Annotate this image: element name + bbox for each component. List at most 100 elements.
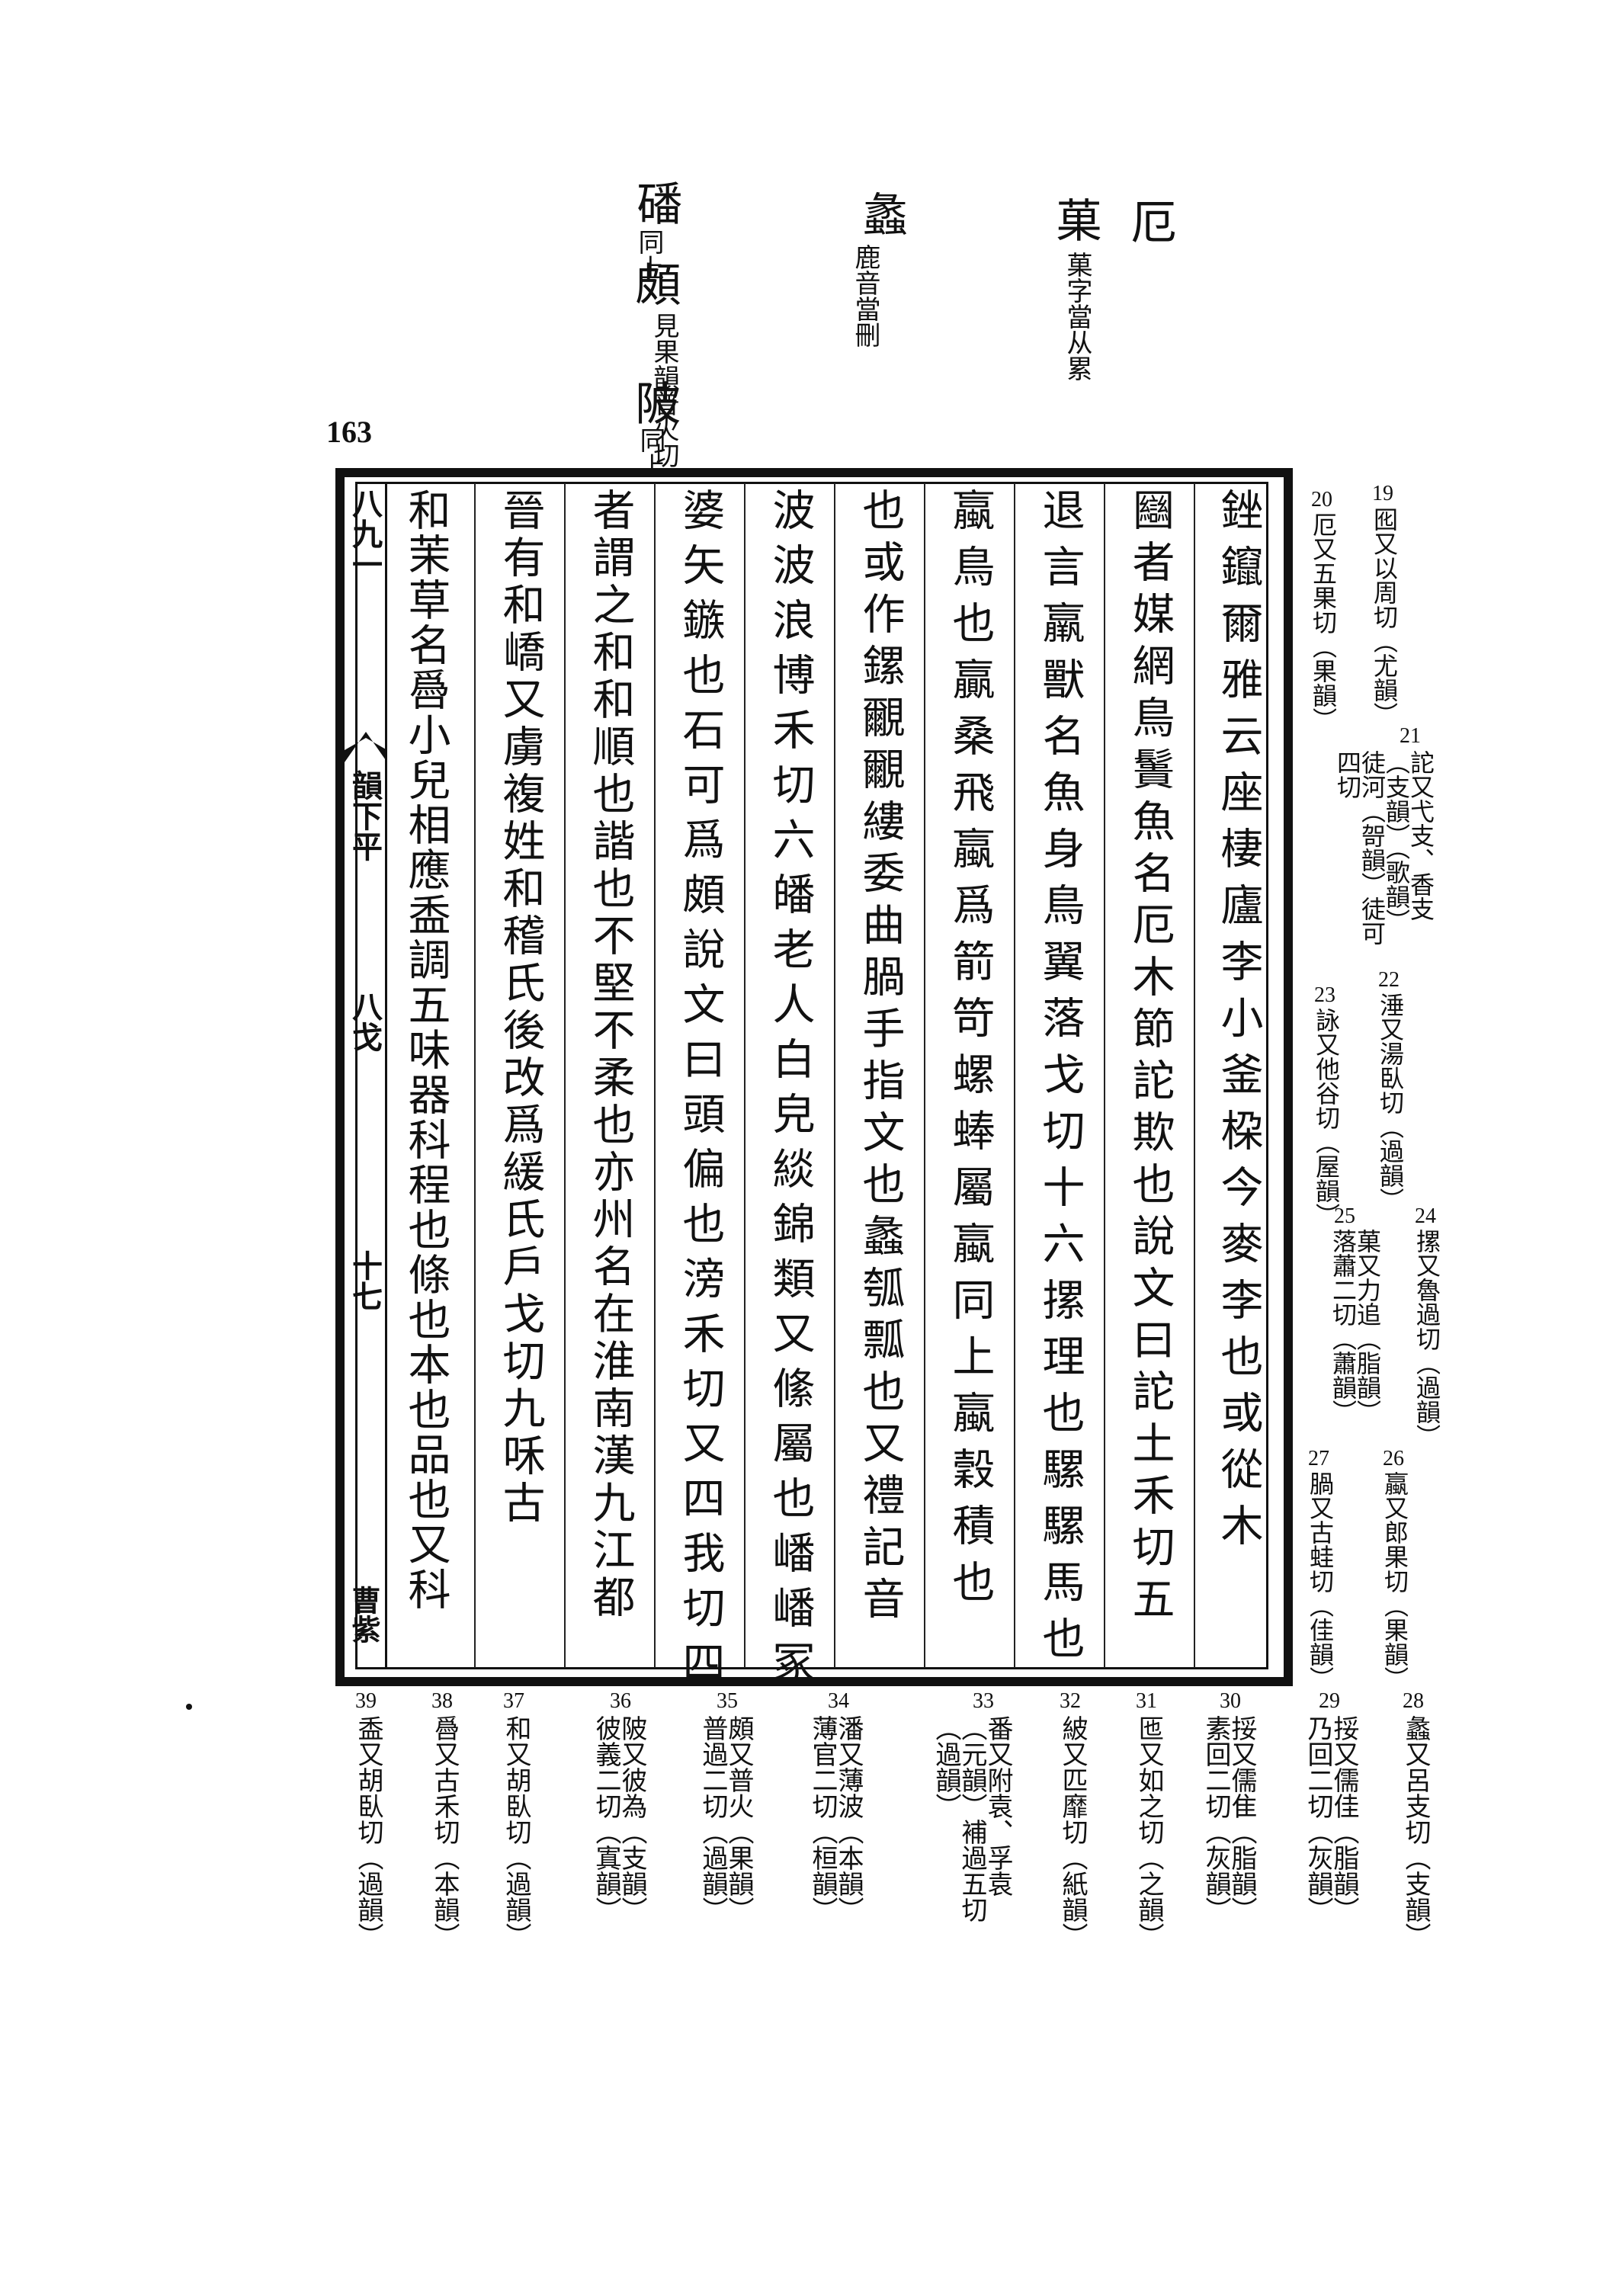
note-number: 24 (1415, 1204, 1436, 1228)
note-head: 囮 (1370, 507, 1399, 531)
bottom-note: 和又胡臥切（過韻） (501, 1715, 531, 1948)
margin-note: 詠又他谷切（屋韻） (1312, 1008, 1341, 1236)
column-divider (744, 483, 745, 1668)
margin-note: 涶又湯臥切（過韻） (1376, 992, 1405, 1221)
note-number: 33 (973, 1689, 994, 1713)
note-head: 噕 (429, 1715, 460, 1741)
main-text-column: 退言羸獸名魚身鳥翼落戈切十六摞理也騾騾馬也 (1035, 488, 1085, 1672)
spine-publisher: 曹紫 (347, 1586, 381, 1643)
note-text: 又力追（脂韻）落蕭二切（蕭韻） (1329, 1229, 1382, 1424)
note-text: 又胡臥切（過韻） (353, 1741, 383, 1948)
note-number: 29 (1319, 1689, 1340, 1713)
note-number: 25 (1334, 1204, 1355, 1228)
note-head: 詑 (1406, 750, 1435, 774)
note-number: 31 (1136, 1689, 1157, 1713)
margin-note: 摞又魯過切（過韻） (1412, 1229, 1441, 1457)
note-head: 陂 (617, 1715, 647, 1741)
note-text: 又古禾切（本韻） (429, 1741, 460, 1948)
bottom-note: 番又附袁、孚袁（元韻）補過五切（過韻） (912, 1715, 1013, 1944)
stray-dot (186, 1704, 192, 1710)
top-note-gloss: 菓字當从累 (1062, 252, 1092, 381)
note-number: 32 (1060, 1689, 1081, 1713)
note-text: 又他谷切（屋韻） (1312, 1032, 1341, 1227)
main-text-column: 也或作鏍覼覼縷委曲腡手指文也蠡瓠瓢也又禮記音 (855, 488, 905, 1628)
note-number: 23 (1314, 983, 1335, 1007)
top-note-gloss: 見果韻普火切 (649, 313, 679, 468)
column-divider (1104, 483, 1105, 1668)
note-number: 35 (717, 1689, 738, 1713)
note-text: 又以周切（尤韻） (1370, 531, 1399, 726)
bottom-note: 蠡又呂支切（支韻） (1400, 1715, 1431, 1948)
note-number: 26 (1383, 1447, 1404, 1470)
top-note-gloss: 鹿音當刪 (850, 244, 880, 348)
page-frame-inner (355, 482, 1268, 1669)
page-number: 163 (326, 415, 372, 449)
top-note-head: 頗 (627, 261, 681, 306)
note-text: 又五果切（果韻） (1309, 537, 1338, 732)
bottom-note: 陂又彼為（支韻）彼義二切（寘韻） (576, 1715, 647, 1944)
top-note-gloss: 同上 (633, 229, 664, 281)
note-number: 19 (1372, 482, 1393, 505)
note-head: 詠 (1312, 1008, 1341, 1032)
top-note-head: 磻 (629, 180, 682, 226)
margin-note: 詑又弋支、香支（支韻）（歌韻）徒河（哿韻）徒可四切 (1333, 750, 1435, 948)
top-note-head: 厄 (1123, 198, 1176, 244)
margin-note: 厄又五果切（果韻） (1309, 512, 1338, 787)
note-head: 蠃 (1380, 1471, 1409, 1496)
column-divider (1194, 483, 1195, 1668)
column-divider (474, 483, 476, 1668)
note-head: 潘 (833, 1715, 864, 1741)
margin-note: 囮又以周切（尤韻） (1370, 507, 1399, 781)
note-head: 摞 (1412, 1229, 1441, 1253)
column-divider (1014, 483, 1015, 1668)
note-head: 菓 (1353, 1229, 1382, 1253)
margin-note: 菓又力追（脂韻）落蕭二切（蕭韻） (1311, 1229, 1382, 1424)
note-text: 又普火（果韻）普過二切（過韻） (697, 1715, 754, 1922)
note-head: 腡 (1306, 1471, 1335, 1496)
spine-section: 八戈 (347, 991, 383, 1052)
main-text-column: 圝者媒網鳥䰎魚名厄木節詑欺也說文曰詑土禾切五 (1125, 488, 1175, 1628)
note-head: 和 (501, 1715, 531, 1741)
note-number: 28 (1403, 1689, 1424, 1713)
top-note-head: 菓 (1048, 197, 1101, 242)
note-head: 涶 (1376, 992, 1405, 1017)
bottom-note: 盉又胡臥切（過韻） (353, 1715, 383, 1948)
main-text-column: 和茉草名噕小兒相應盉調五味器科程也條也本也品也又科 (401, 488, 450, 1612)
note-text: 又彼為（支韻）彼義二切（寘韻） (591, 1715, 647, 1922)
column-divider (564, 483, 566, 1668)
note-text: 又如之切（之韻） (1133, 1741, 1164, 1948)
note-head: 頗 (723, 1715, 754, 1741)
main-text-column: 晉有和嶠又虜複姓和稽氏後改爲緩氏戶戈切九咊古 (495, 488, 545, 1528)
note-head: 紴 (1057, 1715, 1088, 1741)
note-text: 又薄波（本韻）薄官二切（桓韻） (807, 1715, 864, 1922)
note-text: 又古蛙切（佳韻） (1306, 1496, 1335, 1691)
note-text: 又魯過切（過韻） (1412, 1253, 1441, 1448)
note-number: 38 (431, 1689, 453, 1713)
note-head: 匜 (1133, 1715, 1164, 1741)
main-text-column: 波波浪博禾切六皤老人白皃緂錦類又絛屬也嶓嶓冢 (765, 488, 815, 1695)
note-text: 又儒佳（脂韻）乃回二切（灰韻） (1303, 1715, 1359, 1922)
column-divider (834, 483, 835, 1668)
bottom-note: 挼又儒佳（脂韻）乃回二切（灰韻） (1288, 1715, 1359, 1944)
main-text-column: 者謂之和和順也諧也不堅不柔也亦州名在淮南漢九江都 (585, 488, 635, 1622)
spine-volume: 八九一 (347, 488, 383, 579)
bottom-note: 潘又薄波（本韻）薄官二切（桓韻） (793, 1715, 864, 1944)
note-head: 挼 (1329, 1715, 1359, 1741)
top-note-head: 陂 (627, 380, 681, 425)
main-text-column: 銼鑹爾雅云座棲廬李小釜桗今麥李也或從木 (1214, 488, 1263, 1560)
spine-column (345, 482, 387, 1669)
top-note-head: 蠡 (854, 191, 908, 236)
note-number: 21 (1400, 724, 1421, 748)
note-text: 又郎果切（果韻） (1380, 1496, 1409, 1691)
note-text: 又湯臥切（過韻） (1376, 1017, 1405, 1212)
note-number: 36 (610, 1689, 631, 1713)
note-number: 39 (355, 1689, 377, 1713)
column-divider (924, 483, 925, 1668)
note-number: 34 (828, 1689, 849, 1713)
note-text: 又胡臥切（過韻） (501, 1741, 531, 1948)
spine-leaf: 十七 (347, 1250, 383, 1311)
bottom-note: 挼又儒隹（脂韻）素回二切（灰韻） (1186, 1715, 1257, 1944)
note-number: 22 (1378, 968, 1400, 992)
note-number: 27 (1308, 1447, 1329, 1470)
main-text-column: 婆矢鏃也石可爲頗說文曰頭偏也滂禾切又四我切四 (675, 488, 725, 1695)
